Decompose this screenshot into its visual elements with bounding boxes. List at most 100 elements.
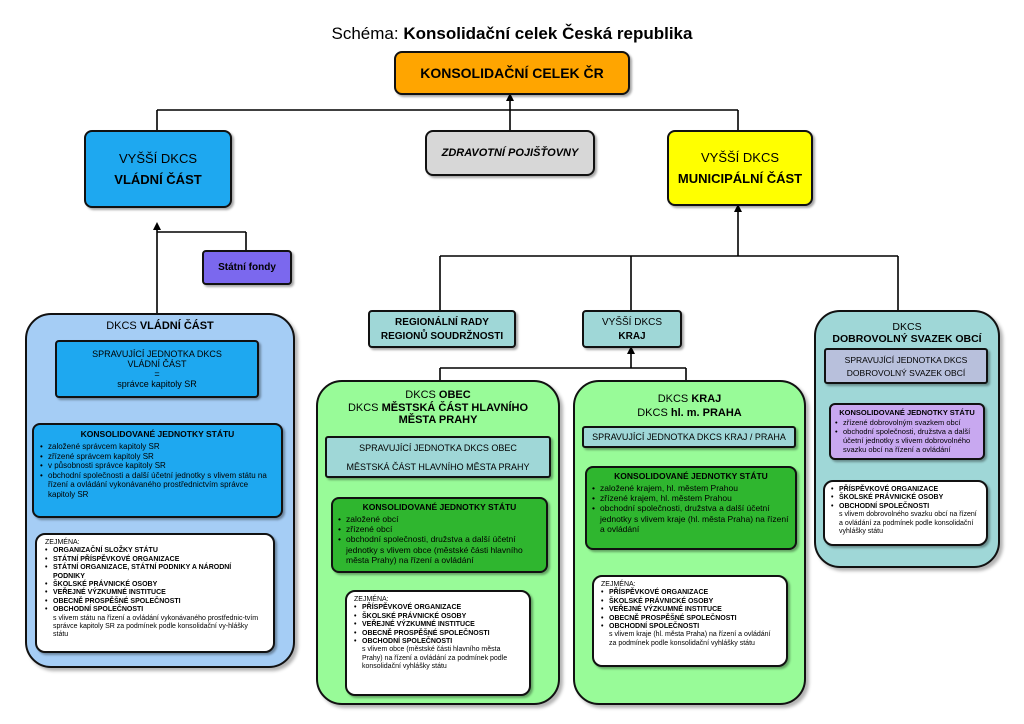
title-main: Konsolidační celek Česká republika bbox=[403, 24, 693, 43]
vyssi-kraj-node: VYŠŠÍ DKCS KRAJ bbox=[582, 310, 682, 348]
list-item: obchodní společnosti a další účetní jedn… bbox=[40, 471, 275, 500]
svazek-title2: DOBROVOLNÝ SVAZEK OBCÍ bbox=[832, 333, 982, 346]
obec-unit-line2: MĚSTSKÁ ČÁST HLAVNÍHO MĚSTA PRAHY bbox=[346, 461, 530, 472]
list-item: PŘÍSPĚVKOVÉ ORGANIZACE bbox=[354, 604, 522, 613]
obec-zejmena-note: s vlivem obce (městské části hlavního mě… bbox=[362, 646, 508, 671]
list-item: obchodní společnosti, družstva a další ú… bbox=[835, 427, 979, 454]
vladni-zejmena-box: ZEJMÉNA: ORGANIZAČNÍ SLOŽKY STÁTU STÁTNÍ… bbox=[35, 533, 275, 653]
vladni-kons-title: KONSOLIDOVANÉ JEDNOTKY STÁTU bbox=[80, 429, 235, 439]
vyssi-vladni-line2: VLÁDNÍ ČÁST bbox=[114, 172, 202, 187]
list-item: OBCHODNÍ SPOLEČNOSTI bbox=[831, 503, 980, 512]
obec-title2-pre: DKCS bbox=[347, 401, 382, 414]
list-item: OBECNĚ PROSPĚŠNÉ SPOLEČNOSTI bbox=[354, 630, 522, 639]
kraj-kons-list: založené krajem, hl. městem Prahou zříze… bbox=[592, 483, 790, 534]
list-item: PŘÍSPĚVKOVÉ ORGANIZACE bbox=[601, 589, 779, 598]
vladni-spravujici-jednotka: SPRAVUJÍCÍ JEDNOTKA DKCS VLÁDNÍ ČÁST = s… bbox=[55, 340, 259, 398]
list-item: ŠKOLSKÉ PRÁVNICKÉ OSOBY bbox=[601, 598, 779, 607]
list-item: zřízené správcem kapitoly SR bbox=[40, 452, 275, 462]
kraj-title1-bold: KRAJ bbox=[691, 393, 722, 405]
obec-zejmena-list: PŘÍSPĚVKOVÉ ORGANIZACE ŠKOLSKÉ PRÁVNICKÉ… bbox=[354, 604, 522, 646]
vyssi-kraj-line2: KRAJ bbox=[618, 330, 646, 342]
list-item: VEŘEJNÉ VÝZKUMNÉ INSTITUCE bbox=[601, 606, 779, 615]
vyssi-vladni-node: VYŠŠÍ DKCS VLÁDNÍ ČÁST bbox=[84, 130, 232, 208]
diagram-title: Schéma: Konsolidační celek Česká republi… bbox=[0, 24, 1024, 44]
kraj-zejmena-note: s vlivem kraje (hl. města Praha) na říze… bbox=[609, 631, 771, 647]
list-item: OBECNĚ PROSPĚŠNÉ SPOLEČNOSTI bbox=[601, 615, 779, 624]
kraj-zejmena-box: ZEJMÉNA: PŘÍSPĚVKOVÉ ORGANIZACE ŠKOLSKÉ … bbox=[592, 575, 788, 667]
kraj-title2-bold: hl. m. PRAHA bbox=[670, 407, 742, 420]
list-item: zřízené dobrovolným svazkem obcí bbox=[835, 418, 979, 427]
list-item: PŘÍSPĚVKOVÉ ORGANIZACE bbox=[831, 486, 980, 495]
svazek-title1: DKCS bbox=[892, 321, 922, 333]
title-prefix: Schéma: bbox=[331, 24, 399, 43]
list-item: ŠKOLSKÉ PRÁVNICKÉ OSOBY bbox=[354, 613, 522, 622]
kraj-zejmena-list: PŘÍSPĚVKOVÉ ORGANIZACE ŠKOLSKÉ PRÁVNICKÉ… bbox=[601, 589, 779, 631]
root-node: KONSOLIDAČNÍ CELEK ČR bbox=[394, 51, 630, 95]
kraj-zejmena-label: ZEJMÉNA: bbox=[601, 581, 636, 588]
list-item: zřízené krajem, hl. městem Prahou bbox=[592, 493, 790, 503]
statni-fondy-node: Státní fondy bbox=[202, 250, 292, 285]
kraj-title2-pre: DKCS bbox=[637, 407, 671, 420]
vladni-title-pre: DKCS bbox=[106, 320, 140, 332]
zdravotni-label: ZDRAVOTNÍ POJIŠŤOVNY bbox=[441, 147, 579, 159]
obec-title1-bold: OBEC bbox=[438, 389, 471, 401]
list-item: obchodní společnosti, družstva a další ú… bbox=[592, 503, 790, 534]
vyssi-municipal-node: VYŠŠÍ DKCS MUNICIPÁLNÍ ČÁST bbox=[667, 130, 813, 206]
list-item: ORGANIZAČNÍ SLOŽKY STÁTU bbox=[45, 547, 265, 556]
list-item: VEŘEJNÉ VÝZKUMNÉ INSTITUCE bbox=[354, 621, 522, 630]
vyssi-municipal-line2: MUNICIPÁLNÍ ČÁST bbox=[677, 171, 803, 186]
vyssi-kraj-line1: VYŠŠÍ DKCS bbox=[601, 316, 663, 328]
vladni-title-bold: VLÁDNÍ ČÁST bbox=[139, 320, 214, 332]
svazek-kons-title: KONSOLIDOVANÉ JEDNOTKY STÁTU bbox=[839, 408, 975, 417]
list-item: zřízené obcí bbox=[338, 524, 541, 534]
vladni-zejmena-note: s vlivem státu na řízení a ovládání vyko… bbox=[53, 614, 259, 639]
zdravotni-node: ZDRAVOTNÍ POJIŠŤOVNY bbox=[425, 130, 595, 176]
statni-fondy-label: Státní fondy bbox=[218, 262, 276, 273]
vladni-zejmena-label: ZEJMÉNA: bbox=[45, 539, 80, 546]
svazek-kons-list: zřízené dobrovolným svazkem obcí obchodn… bbox=[835, 418, 979, 454]
vladni-zejmena-list: ORGANIZAČNÍ SLOŽKY STÁTU STÁTNÍ PŘÍSPĚVK… bbox=[45, 547, 265, 615]
vladni-kons-list: založené správcem kapitoly SR zřízené sp… bbox=[40, 442, 275, 500]
list-item: založené správcem kapitoly SR bbox=[40, 442, 275, 452]
list-item: OBCHODNÍ SPOLEČNOSTI bbox=[354, 638, 522, 647]
regionalni-rady-node: REGIONÁLNÍ RADY REGIONŮ SOUDRŽNOSTI bbox=[368, 310, 516, 348]
list-item: v působnosti správce kapitoly SR bbox=[40, 461, 275, 471]
list-item: založené obcí bbox=[338, 514, 541, 524]
vyssi-municipal-line1: VYŠŠÍ DKCS bbox=[700, 150, 780, 165]
kraj-unit-label: SPRAVUJÍCÍ JEDNOTKA DKCS KRAJ / PRAHA bbox=[592, 432, 786, 442]
vladni-panel-title: DKCS VLÁDNÍ ČÁST bbox=[25, 320, 295, 332]
svazek-unit-line2: DOBROVOLNÝ SVAZEK OBCÍ bbox=[846, 367, 966, 378]
vladni-unit-line3: správce kapitoly SR bbox=[117, 379, 197, 389]
list-item: STÁTNÍ ORGANIZACE, STÁTNÍ PODNIKY A NÁRO… bbox=[45, 564, 265, 581]
kraj-kons-title: KONSOLIDOVANÉ JEDNOTKY STÁTU bbox=[614, 471, 768, 481]
list-item: ŠKOLSKÉ PRÁVNICKÉ OSOBY bbox=[45, 581, 265, 590]
kraj-panel-title: DKCS KRAJ DKCS hl. m. PRAHA bbox=[573, 392, 806, 421]
svazek-zejmena-list: PŘÍSPĚVKOVÉ ORGANIZACE ŠKOLSKÉ PRÁVNICKÉ… bbox=[831, 486, 980, 512]
list-item: OBCHODNÍ SPOLEČNOSTI bbox=[601, 623, 779, 632]
kraj-title1-pre: DKCS bbox=[657, 393, 692, 405]
root-label: KONSOLIDAČNÍ CELEK ČR bbox=[420, 65, 604, 81]
list-item: založené krajem, hl. městem Prahou bbox=[592, 483, 790, 493]
vladni-kons-jednotky: KONSOLIDOVANÉ JEDNOTKY STÁTU založené sp… bbox=[32, 423, 283, 518]
list-item: obchodní společnosti, družstva a další ú… bbox=[338, 534, 541, 565]
vyssi-vladni-line1: VYŠŠÍ DKCS bbox=[118, 151, 198, 166]
obec-title2-bold: MĚSTSKÁ ČÁST HLAVNÍHO MĚSTA PRAHY bbox=[381, 401, 529, 427]
regionalni-line1: REGIONÁLNÍ RADY bbox=[395, 316, 489, 328]
obec-unit-line1: SPRAVUJÍCÍ JEDNOTKA DKCS OBEC bbox=[359, 442, 517, 453]
obec-kons-title: KONSOLIDOVANÉ JEDNOTKY STÁTU bbox=[362, 502, 517, 512]
vladni-unit-line2: = bbox=[154, 369, 160, 379]
svazek-zejmena-box: PŘÍSPĚVKOVÉ ORGANIZACE ŠKOLSKÉ PRÁVNICKÉ… bbox=[823, 480, 988, 546]
obec-zejmena-box: ZEJMÉNA: PŘÍSPĚVKOVÉ ORGANIZACE ŠKOLSKÉ … bbox=[345, 590, 531, 696]
obec-spravujici-jednotka: SPRAVUJÍCÍ JEDNOTKA DKCS OBEC MĚSTSKÁ ČÁ… bbox=[325, 436, 551, 478]
obec-kons-jednotky: KONSOLIDOVANÉ JEDNOTKY STÁTU založené ob… bbox=[331, 497, 548, 573]
svazek-zejmena-note: s vlivem dobrovolného svazku obcí na říz… bbox=[839, 511, 977, 535]
svazek-unit-line1: SPRAVUJÍCÍ JEDNOTKA DKCS bbox=[844, 354, 968, 365]
svazek-kons-jednotky: KONSOLIDOVANÉ JEDNOTKY STÁTU zřízené dob… bbox=[829, 403, 985, 460]
list-item: OBECNĚ PROSPĚŠNÉ SPOLEČNOSTI bbox=[45, 598, 265, 607]
kraj-spravujici-jednotka: SPRAVUJÍCÍ JEDNOTKA DKCS KRAJ / PRAHA bbox=[582, 426, 796, 448]
obec-zejmena-label: ZEJMÉNA: bbox=[354, 596, 389, 603]
list-item: ŠKOLSKÉ PRÁVNICKÉ OSOBY bbox=[831, 494, 980, 503]
list-item: OBCHODNÍ SPOLEČNOSTI bbox=[45, 606, 265, 615]
regionalni-line2: REGIONŮ SOUDRŽNOSTI bbox=[380, 330, 504, 342]
list-item: VEŘEJNÉ VÝZKUMNÉ INSTITUCE bbox=[45, 589, 265, 598]
